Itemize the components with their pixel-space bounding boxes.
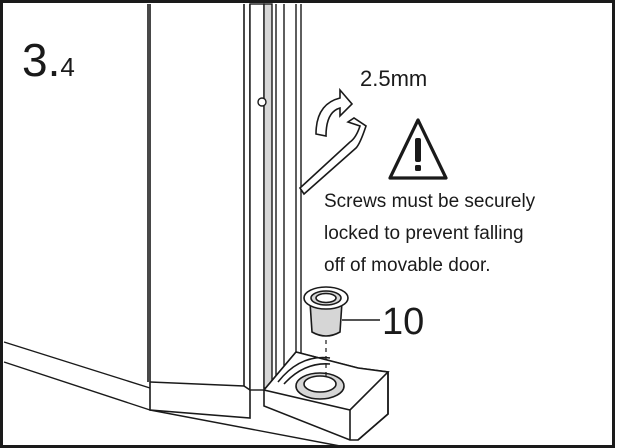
warning-line-3: off of movable door. <box>324 255 491 276</box>
bushing-part <box>303 286 349 337</box>
rotation-arrow-icon <box>315 87 354 137</box>
hex-key-icon <box>298 117 367 196</box>
door-frame-channel <box>249 3 302 392</box>
part-number-label: 10 <box>382 301 424 343</box>
step-minor: 4 <box>60 52 74 82</box>
warning-triangle-icon <box>388 118 448 180</box>
door-panel <box>147 4 251 419</box>
warning-line-2: locked to prevent falling <box>324 223 524 244</box>
step-number: 3.4 <box>22 34 75 86</box>
base-channel <box>262 351 390 441</box>
warning-line-1: Screws must be securely <box>324 191 536 212</box>
floor-lines <box>3 341 341 447</box>
tool-size-label: 2.5mm <box>360 66 427 91</box>
step-major: 3. <box>22 34 60 86</box>
